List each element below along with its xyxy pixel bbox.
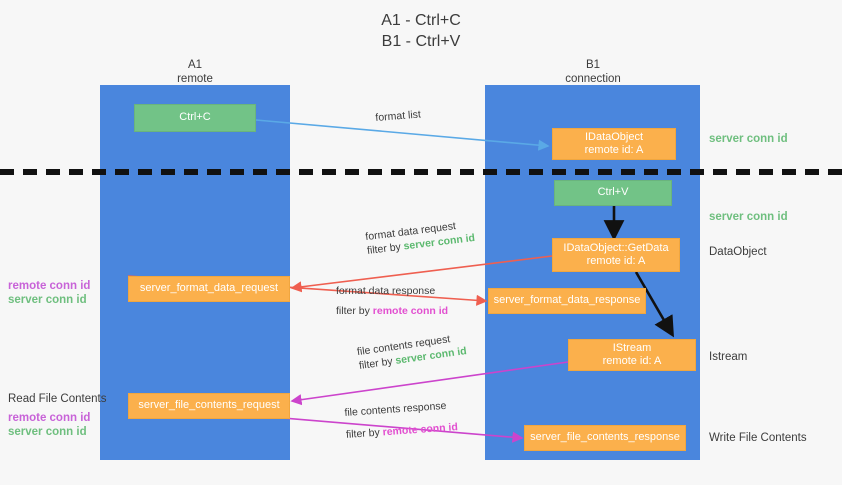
side-label-write-file-contents: Write File Contents: [709, 432, 807, 444]
lane-header-b1: B1 connection: [528, 58, 658, 86]
lane-b1-name: B1: [585, 59, 601, 71]
box-ctrl-v-label: Ctrl+V: [597, 186, 629, 199]
filter-by-prefix-3: filter by: [358, 355, 397, 373]
filter-by-prefix-2: filter by: [336, 305, 373, 317]
arrow-label-format-list: format list: [375, 107, 421, 125]
side-label-remote-conn-id-1: remote conn id: [8, 280, 91, 292]
box-server-file-contents-response[interactable]: server_file_contents_response: [524, 425, 686, 451]
filter-by-prefix: filter by: [366, 240, 405, 258]
box-server-format-data-response-label: server_format_data_response: [493, 294, 641, 307]
box-ctrl-v[interactable]: Ctrl+V: [554, 180, 672, 206]
box-server-format-data-response[interactable]: server_format_data_response: [488, 288, 646, 314]
box-istream[interactable]: IStream remote id: A: [568, 339, 696, 371]
side-label-server-conn-id-2: server conn id: [709, 211, 788, 223]
box-istream-line-1: IStream: [612, 341, 652, 354]
side-label-server-conn-id-1: server conn id: [709, 133, 788, 145]
lane-header-a1: A1 remote: [130, 58, 260, 86]
arrow-label-file-contents-response-line1: file contents response: [344, 399, 447, 419]
box-server-file-contents-request[interactable]: server_file_contents_request: [128, 393, 290, 419]
box-server-file-contents-response-label: server_file_contents_response: [530, 431, 680, 444]
side-label-server-conn-id-left-2: server conn id: [8, 426, 87, 438]
side-label-server-conn-id-left-1: server conn id: [8, 294, 87, 306]
title-line-1: A1 - Ctrl+C: [381, 12, 461, 29]
box-server-format-data-request[interactable]: server_format_data_request: [128, 276, 290, 302]
filter-value-remote-conn-id-2: remote conn id: [382, 421, 459, 439]
box-ctrl-c[interactable]: Ctrl+C: [134, 104, 256, 132]
box-ctrl-c-label: Ctrl+C: [179, 111, 211, 124]
side-label-istream: Istream: [709, 351, 748, 363]
box-getdata-line-1: IDataObject::GetData: [563, 241, 669, 254]
arrow-label-format-data-response: format data response filter by remote co…: [336, 284, 448, 318]
arrow-label-format-list-text: format list: [374, 108, 422, 125]
box-server-format-data-request-label: server_format_data_request: [139, 282, 279, 295]
box-idataobject-line-1: IDataObject: [584, 130, 644, 143]
arrow-label-format-data-response-line1: format data response: [336, 285, 436, 297]
diagram-title: A1 - Ctrl+C B1 - Ctrl+V: [0, 10, 842, 52]
side-label-dataobject: DataObject: [709, 246, 767, 258]
box-server-file-contents-request-label: server_file_contents_request: [138, 399, 280, 412]
box-istream-line-2: remote id: A: [602, 355, 662, 367]
side-label-read-file-contents: Read File Contents: [8, 393, 107, 405]
arrow-label-file-contents-request: file contents request filter by server c…: [356, 330, 467, 373]
box-idataobject[interactable]: IDataObject remote id: A: [552, 128, 676, 160]
arrow-label-format-data-response-line2: filter by remote conn id: [336, 304, 448, 318]
arrow-label-file-contents-response: file contents response filter by remote …: [344, 398, 458, 442]
side-label-remote-conn-id-2: remote conn id: [8, 412, 91, 424]
box-getdata-line-2: remote id: A: [586, 255, 646, 267]
lane-b1-sub: connection: [565, 73, 621, 85]
arrow-label-format-data-request: format data request filter by server con…: [365, 217, 476, 258]
title-line-2: B1 - Ctrl+V: [381, 33, 461, 50]
arrow-label-file-contents-response-line2: filter by remote conn id: [346, 420, 459, 442]
lane-a1-sub: remote: [177, 73, 213, 85]
filter-value-remote-conn-id: remote conn id: [372, 305, 449, 317]
box-idataobject-line-2: remote id: A: [584, 144, 644, 156]
filter-by-prefix-4: filter by: [345, 426, 384, 441]
lane-a1-name: A1: [187, 59, 203, 71]
box-getdata[interactable]: IDataObject::GetData remote id: A: [552, 238, 680, 272]
